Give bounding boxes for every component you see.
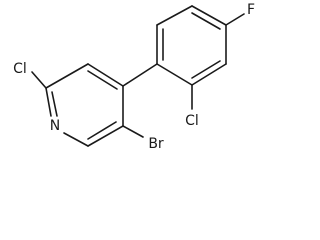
atom-label-n-ring: N xyxy=(50,118,60,134)
bond-p2-p3 xyxy=(156,5,193,26)
bond-c2-cl xyxy=(31,71,47,89)
bond-p6-p1 xyxy=(156,63,193,86)
double-bond-c5-c6 xyxy=(87,121,117,140)
bond-c5-c6 xyxy=(87,125,124,147)
pyridine-ring xyxy=(45,63,124,147)
bond-n-c2 xyxy=(45,87,52,117)
bond-c3-c4 xyxy=(87,63,124,87)
bond-p5-p6 xyxy=(191,63,227,86)
phenyl-ring xyxy=(156,5,227,86)
atom-label-cl-phenyl: Cl xyxy=(185,113,199,129)
atom-label-f: F xyxy=(247,2,255,18)
double-bond-p3-p4 xyxy=(191,12,221,30)
bond-biaryl xyxy=(122,63,158,87)
atom-label-cl-pyridine: Cl xyxy=(13,61,27,77)
bond-c2-c3 xyxy=(45,63,89,89)
bond-c6-n xyxy=(63,132,89,147)
bond-p3-p4 xyxy=(191,5,227,26)
double-bond-n-c2 xyxy=(51,91,58,117)
double-bond-p5-p6 xyxy=(191,60,221,79)
bond-p4-f xyxy=(225,13,245,26)
bond-c5-br xyxy=(122,125,144,138)
atom-label-br: Br xyxy=(148,136,164,152)
double-bond-c3-c4 xyxy=(87,70,118,90)
chemical-structure-diagram: Cl N Br Cl F xyxy=(13,2,255,152)
